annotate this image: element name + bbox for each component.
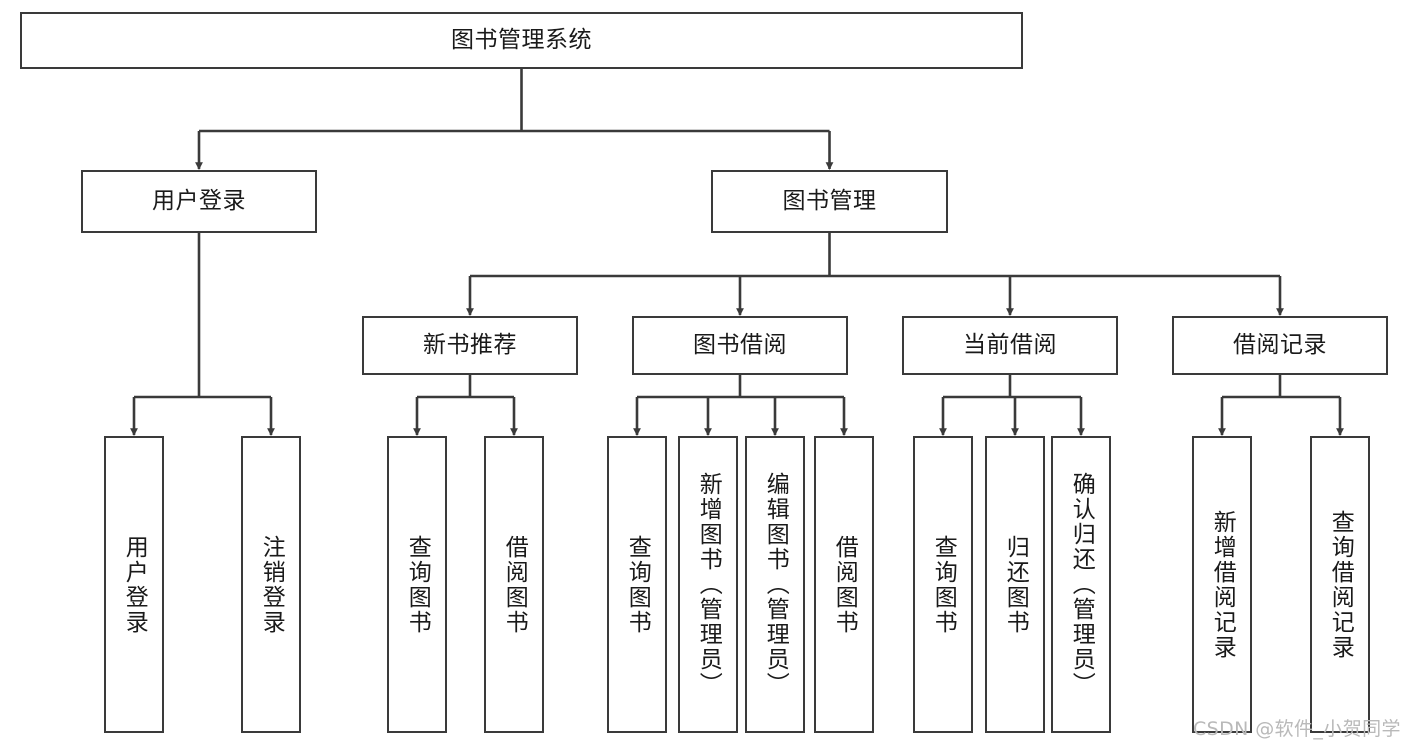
node-label: 图书管理 [782, 187, 877, 214]
node-label: 当前借阅 [963, 331, 1057, 358]
node-label: 查询图书 [404, 534, 431, 635]
node-leaf-0-node-0-用户登录[interactable]: 用户登录 [104, 436, 164, 733]
node-label: 借阅图书 [501, 534, 528, 635]
node-label: 注销登录 [258, 534, 285, 635]
node-label: 查询图书 [624, 534, 651, 635]
node-label: 借阅记录 [1233, 331, 1327, 358]
node-level2-1[interactable]: 图书管理 [711, 170, 948, 233]
node-level3-0[interactable]: 新书推荐 [362, 316, 578, 375]
node-leaf-8-node-8-查询图书[interactable]: 查询图书 [913, 436, 973, 733]
node-label: 编辑图书（管理员） [762, 472, 789, 697]
node-leaf-6-node-6-编辑图书管理员[interactable]: 编辑图书（管理员） [745, 436, 805, 733]
node-leaf-5-node-5-新增图书管理员[interactable]: 新增图书（管理员） [678, 436, 738, 733]
node-label: 新书推荐 [423, 331, 517, 358]
node-leaf-2-node-2-查询图书[interactable]: 查询图书 [387, 436, 447, 733]
node-leaf-1-node-1-注销登录[interactable]: 注销登录 [241, 436, 301, 733]
node-label: 归还图书 [1002, 534, 1029, 635]
node-label: 新增借阅记录 [1209, 509, 1236, 660]
node-leaf-11-node-11-新增借阅记录[interactable]: 新增借阅记录 [1192, 436, 1252, 733]
node-leaf-12-node-12-查询借阅记录[interactable]: 查询借阅记录 [1310, 436, 1370, 733]
node-level3-3[interactable]: 借阅记录 [1172, 316, 1388, 375]
node-leaf-7-node-7-借阅图书[interactable]: 借阅图书 [814, 436, 874, 733]
node-level3-1[interactable]: 图书借阅 [632, 316, 848, 375]
node-label: 用户登录 [152, 187, 246, 214]
node-label: 查询图书 [930, 534, 957, 635]
node-leaf-3-node-3-借阅图书[interactable]: 借阅图书 [484, 436, 544, 733]
node-label: 查询借阅记录 [1327, 509, 1354, 660]
node-leaf-4-node-4-查询图书[interactable]: 查询图书 [607, 436, 667, 733]
node-level2-0[interactable]: 用户登录 [81, 170, 317, 233]
node-label: 图书管理系统 [451, 26, 592, 53]
node-label: 确认归还（管理员） [1068, 472, 1095, 697]
node-label: 用户登录 [121, 534, 148, 635]
watermark-text: CSDN @软件_小贺同学 [1193, 718, 1401, 740]
node-root-图书管理系统[interactable]: 图书管理系统 [20, 12, 1023, 69]
node-leaf-9-node-9-归还图书[interactable]: 归还图书 [985, 436, 1045, 733]
node-label: 新增图书（管理员） [695, 472, 722, 697]
node-level3-2[interactable]: 当前借阅 [902, 316, 1118, 375]
node-leaf-10-node-10-确认归还管理员[interactable]: 确认归还（管理员） [1051, 436, 1111, 733]
node-label: 图书借阅 [693, 331, 787, 358]
node-label: 借阅图书 [831, 534, 858, 635]
